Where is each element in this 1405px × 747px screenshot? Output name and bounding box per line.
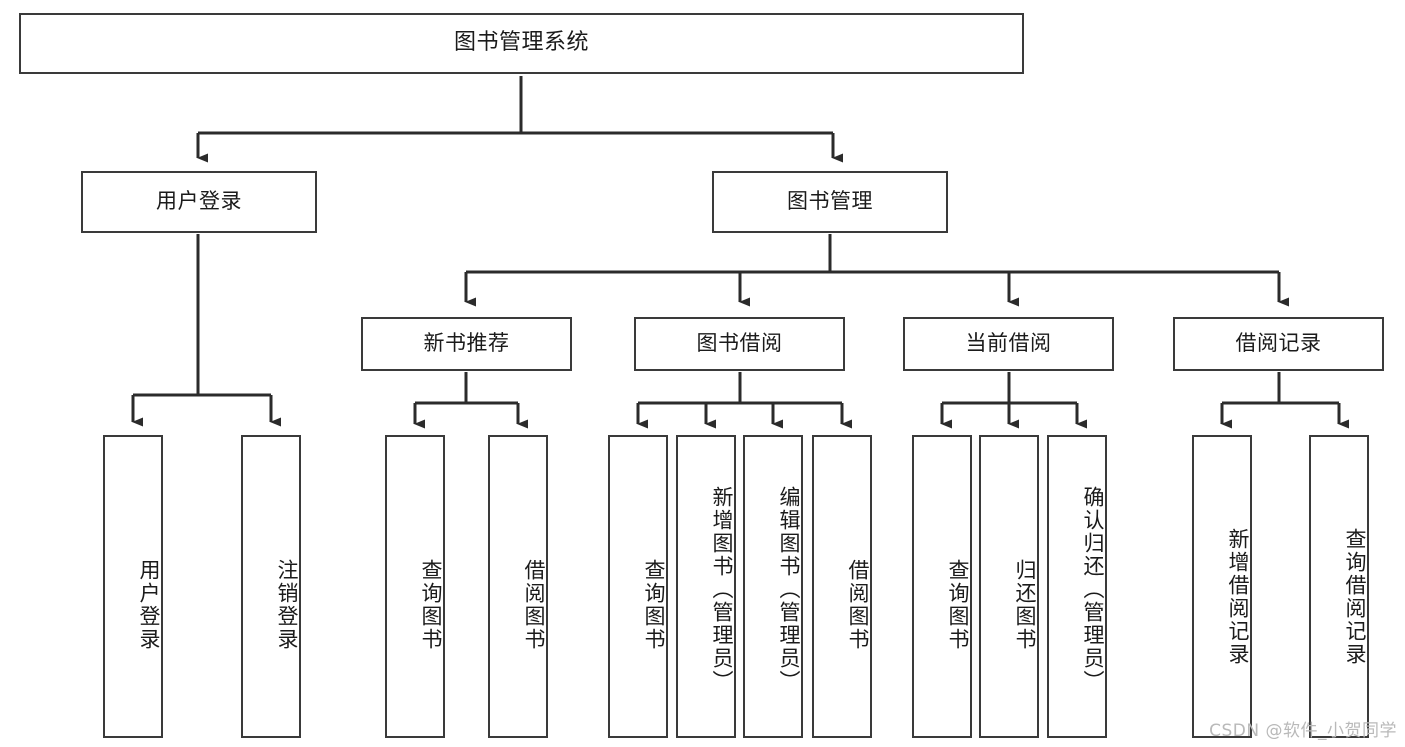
node-leaf-user-logout[interactable]: 注销登录	[241, 435, 301, 738]
node-label: 注销登录	[275, 558, 299, 651]
node-leaf-query-book-borrow[interactable]: 查询图书	[608, 435, 668, 738]
node-book-manage[interactable]: 图书管理	[712, 171, 948, 233]
node-label: 用户登录	[156, 189, 242, 214]
node-leaf-borrow-book[interactable]: 借阅图书	[812, 435, 872, 738]
node-leaf-user-login[interactable]: 用户登录	[103, 435, 163, 738]
node-label: 图书管理系统	[453, 30, 589, 56]
node-label: 新增借阅记录	[1226, 527, 1250, 666]
node-label: 图书管理	[787, 189, 873, 214]
watermark-text: CSDN @软件_小贺同学	[1209, 721, 1397, 741]
node-label: 新增图书（管理员）	[710, 486, 734, 693]
node-label: 编辑图书（管理员）	[777, 486, 801, 693]
node-label: 查询图书	[419, 558, 443, 651]
node-book-borrow[interactable]: 图书借阅	[634, 317, 845, 371]
node-leaf-edit-book-admin[interactable]: 编辑图书（管理员）	[743, 435, 803, 738]
node-leaf-add-book-admin[interactable]: 新增图书（管理员）	[676, 435, 736, 738]
node-label: 新书推荐	[423, 331, 510, 356]
node-leaf-query-book-current[interactable]: 查询图书	[912, 435, 972, 738]
node-user-login[interactable]: 用户登录	[81, 171, 317, 233]
node-label: 查询图书	[642, 558, 666, 651]
node-current-borrow[interactable]: 当前借阅	[903, 317, 1114, 371]
node-label: 借阅记录	[1235, 331, 1322, 356]
node-label: 查询图书	[946, 558, 970, 651]
node-label: 借阅图书	[846, 558, 870, 651]
node-new-book-recommend[interactable]: 新书推荐	[361, 317, 572, 371]
node-label: 图书借阅	[696, 331, 783, 356]
node-leaf-add-borrow-record[interactable]: 新增借阅记录	[1192, 435, 1252, 738]
node-label: 归还图书	[1013, 558, 1037, 651]
node-leaf-confirm-return-admin[interactable]: 确认归还（管理员）	[1047, 435, 1107, 738]
node-label: 用户登录	[137, 558, 161, 651]
node-leaf-query-book-recommend[interactable]: 查询图书	[385, 435, 445, 738]
node-borrow-record[interactable]: 借阅记录	[1173, 317, 1384, 371]
node-label: 当前借阅	[965, 331, 1052, 356]
node-label: 借阅图书	[522, 558, 546, 651]
node-label: 查询借阅记录	[1343, 527, 1367, 666]
node-root-book-management-system[interactable]: 图书管理系统	[19, 13, 1024, 74]
node-leaf-return-book[interactable]: 归还图书	[979, 435, 1039, 738]
node-label: 确认归还（管理员）	[1081, 486, 1105, 693]
node-leaf-query-borrow-record[interactable]: 查询借阅记录	[1309, 435, 1369, 738]
node-leaf-borrow-book-recommend[interactable]: 借阅图书	[488, 435, 548, 738]
